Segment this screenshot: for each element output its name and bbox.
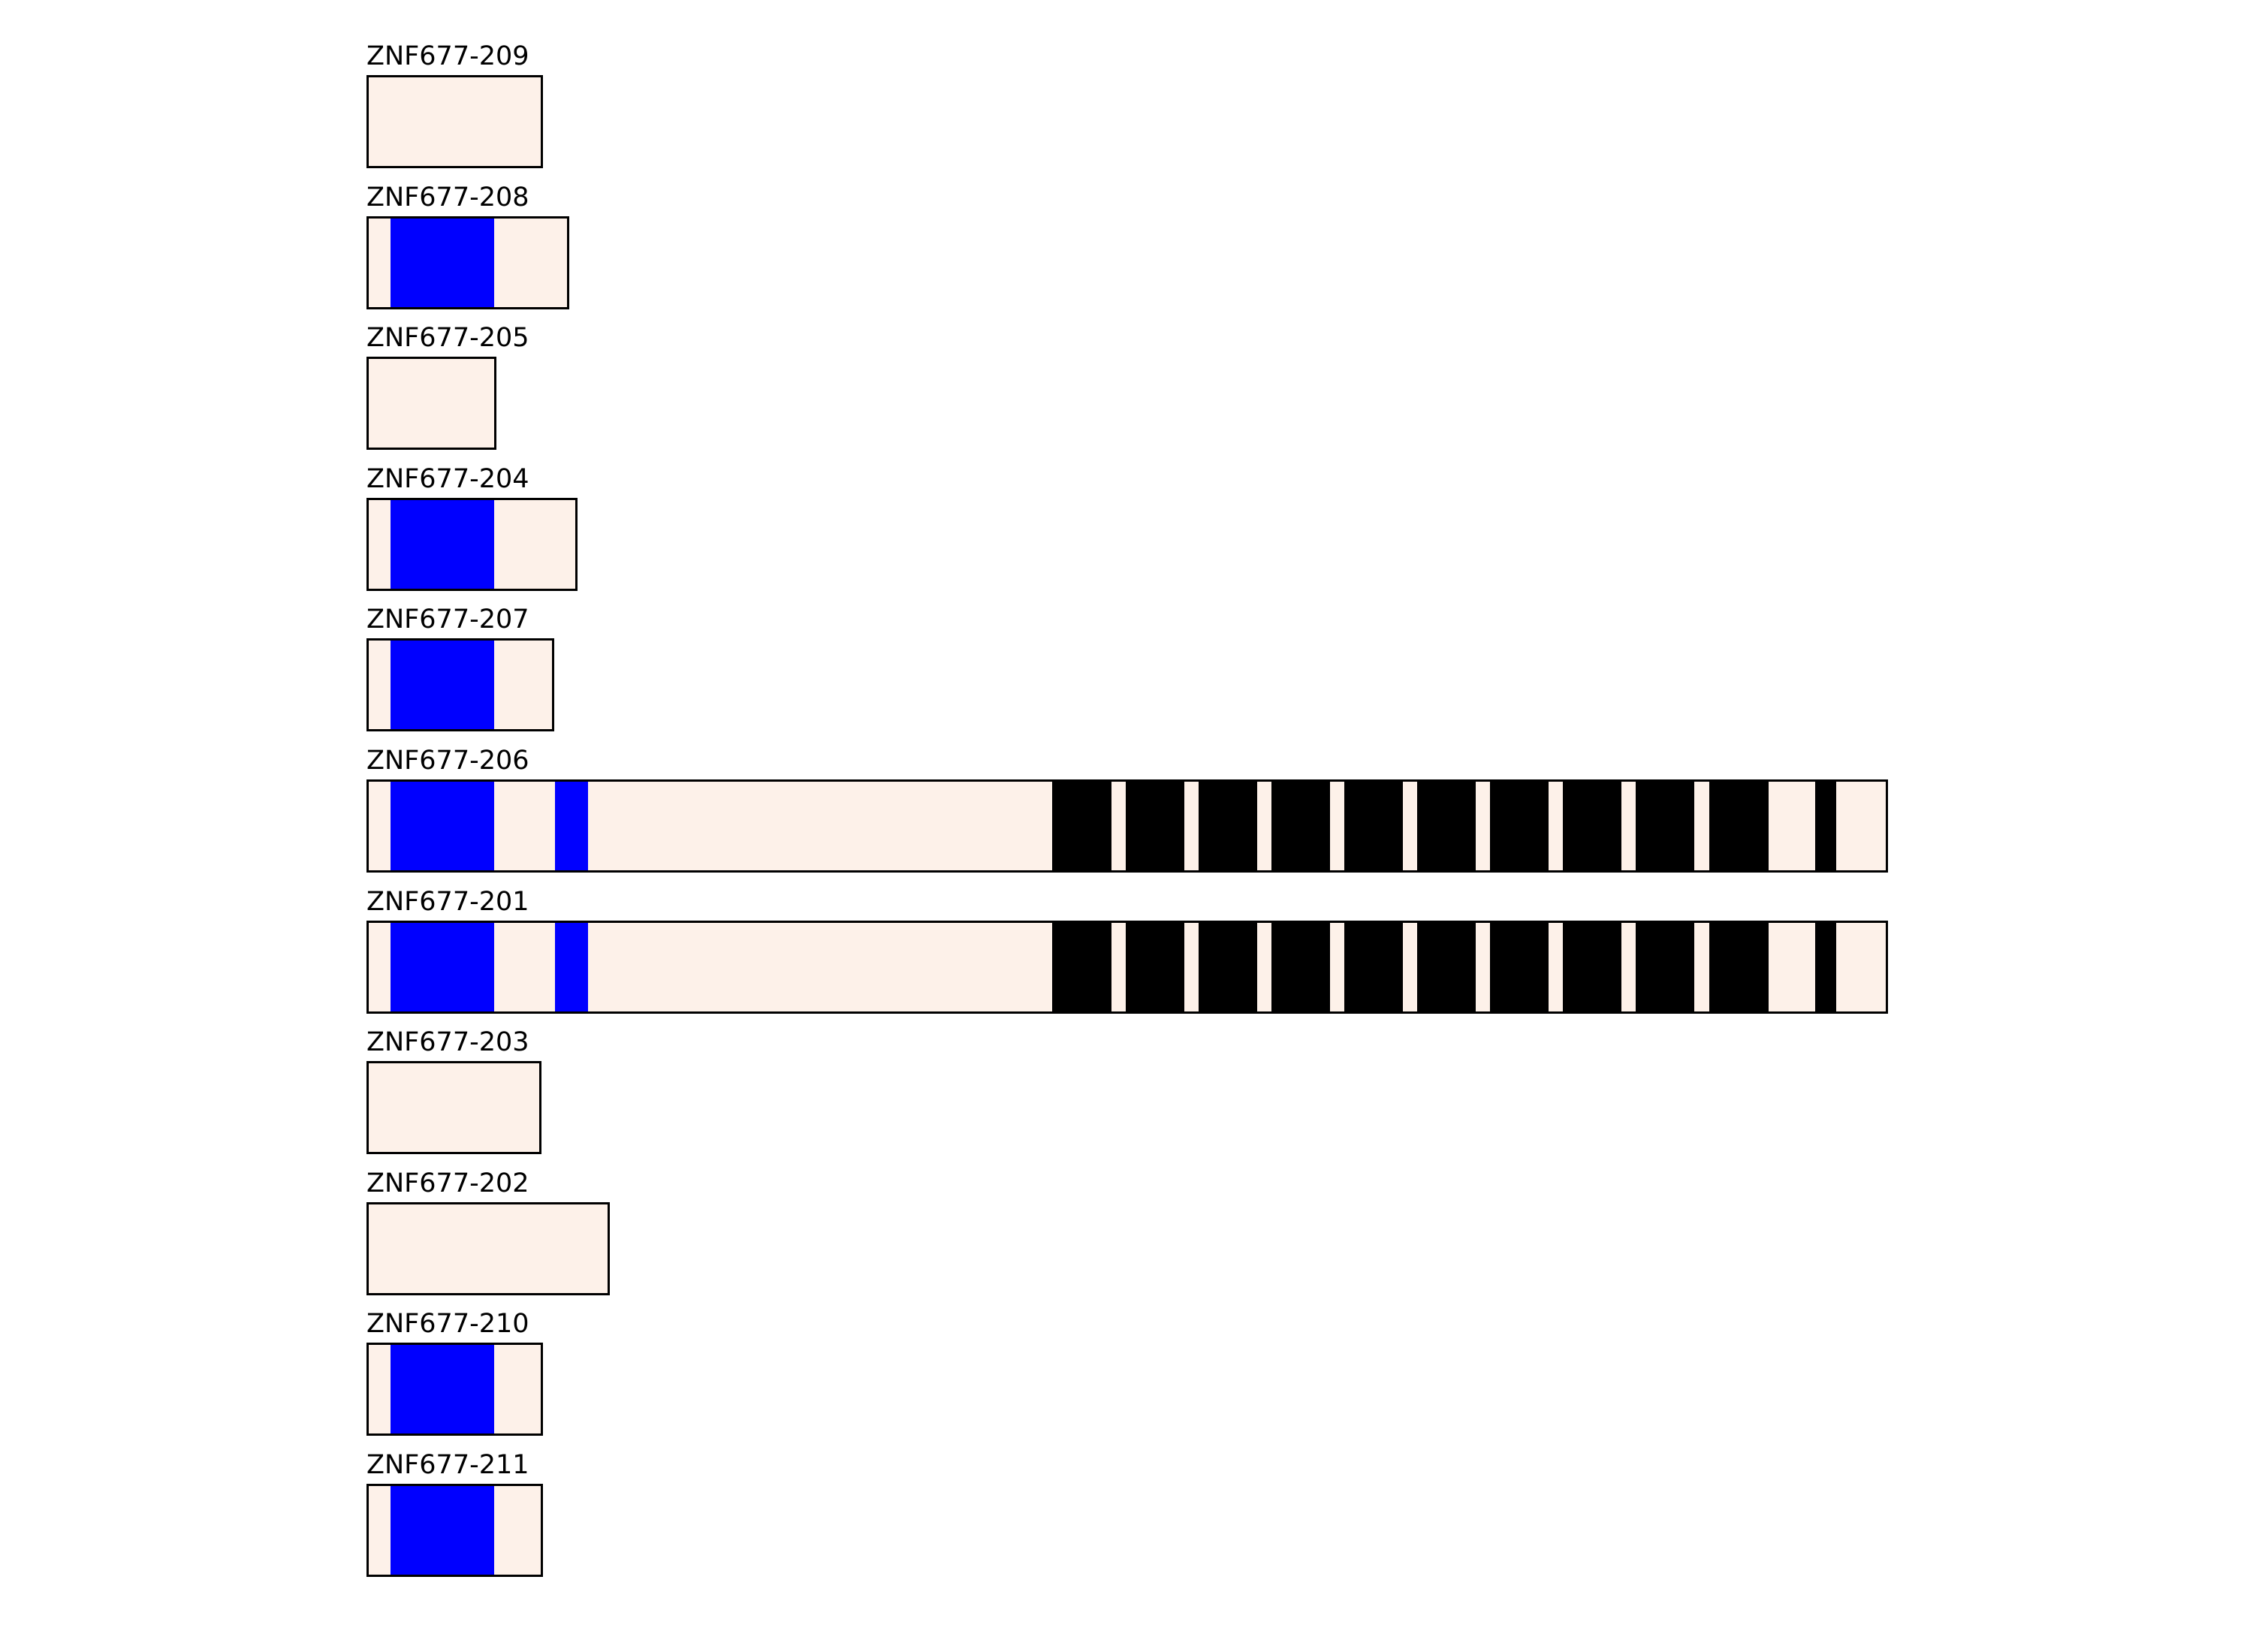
transcript-label: ZNF677-203 [366,1027,529,1058]
black-domain-segment [1709,782,1769,870]
black-domain-segment [1126,922,1184,1011]
black-domain-segment [1052,922,1111,1011]
blue-domain-segment [391,641,494,730]
transcript-label: ZNF677-204 [366,463,529,494]
black-domain-segment [1636,782,1694,870]
black-domain-segment [1815,922,1836,1011]
black-domain-segment [1199,782,1257,870]
transcript-label: ZNF677-202 [366,1168,529,1198]
blue-domain-segment [391,1486,494,1575]
transcript-label: ZNF677-210 [366,1309,529,1340]
transcript-box [366,920,1888,1014]
transcript-label: ZNF677-209 [366,41,529,71]
black-domain-segment [1344,922,1403,1011]
black-domain-segment [1815,782,1836,870]
blue-domain-segment [555,922,588,1011]
transcript-label: ZNF677-208 [366,182,529,213]
blue-domain-segment [391,922,494,1011]
transcript-box [366,357,496,451]
black-domain-segment [1052,782,1111,870]
transcript-box [366,1484,543,1577]
black-domain-segment [1563,782,1621,870]
transcript-label: ZNF677-205 [366,323,529,354]
transcript-box [366,216,569,309]
transcript-box [366,638,554,732]
transcript-box [366,1201,610,1295]
black-domain-segment [1490,922,1549,1011]
blue-domain-segment [391,1345,494,1434]
transcript-box [366,1343,543,1436]
blue-domain-segment [391,499,494,589]
transcript-box [366,779,1888,873]
blue-domain-segment [391,782,494,870]
transcript-label: ZNF677-201 [366,886,529,917]
black-domain-segment [1126,782,1184,870]
black-domain-segment [1490,782,1549,870]
transcript-label: ZNF677-206 [366,746,529,776]
black-domain-segment [1344,782,1403,870]
black-domain-segment [1271,782,1330,870]
black-domain-segment [1271,922,1330,1011]
transcript-label: ZNF677-207 [366,604,529,635]
black-domain-segment [1199,922,1257,1011]
black-domain-segment [1636,922,1694,1011]
blue-domain-segment [391,218,494,307]
transcript-box [366,497,578,591]
black-domain-segment [1417,782,1476,870]
transcript-label: ZNF677-211 [366,1450,529,1480]
black-domain-segment [1563,922,1621,1011]
black-domain-segment [1417,922,1476,1011]
black-domain-segment [1709,922,1769,1011]
blue-domain-segment [555,782,588,870]
transcript-box [366,75,543,168]
transcript-box [366,1061,541,1155]
